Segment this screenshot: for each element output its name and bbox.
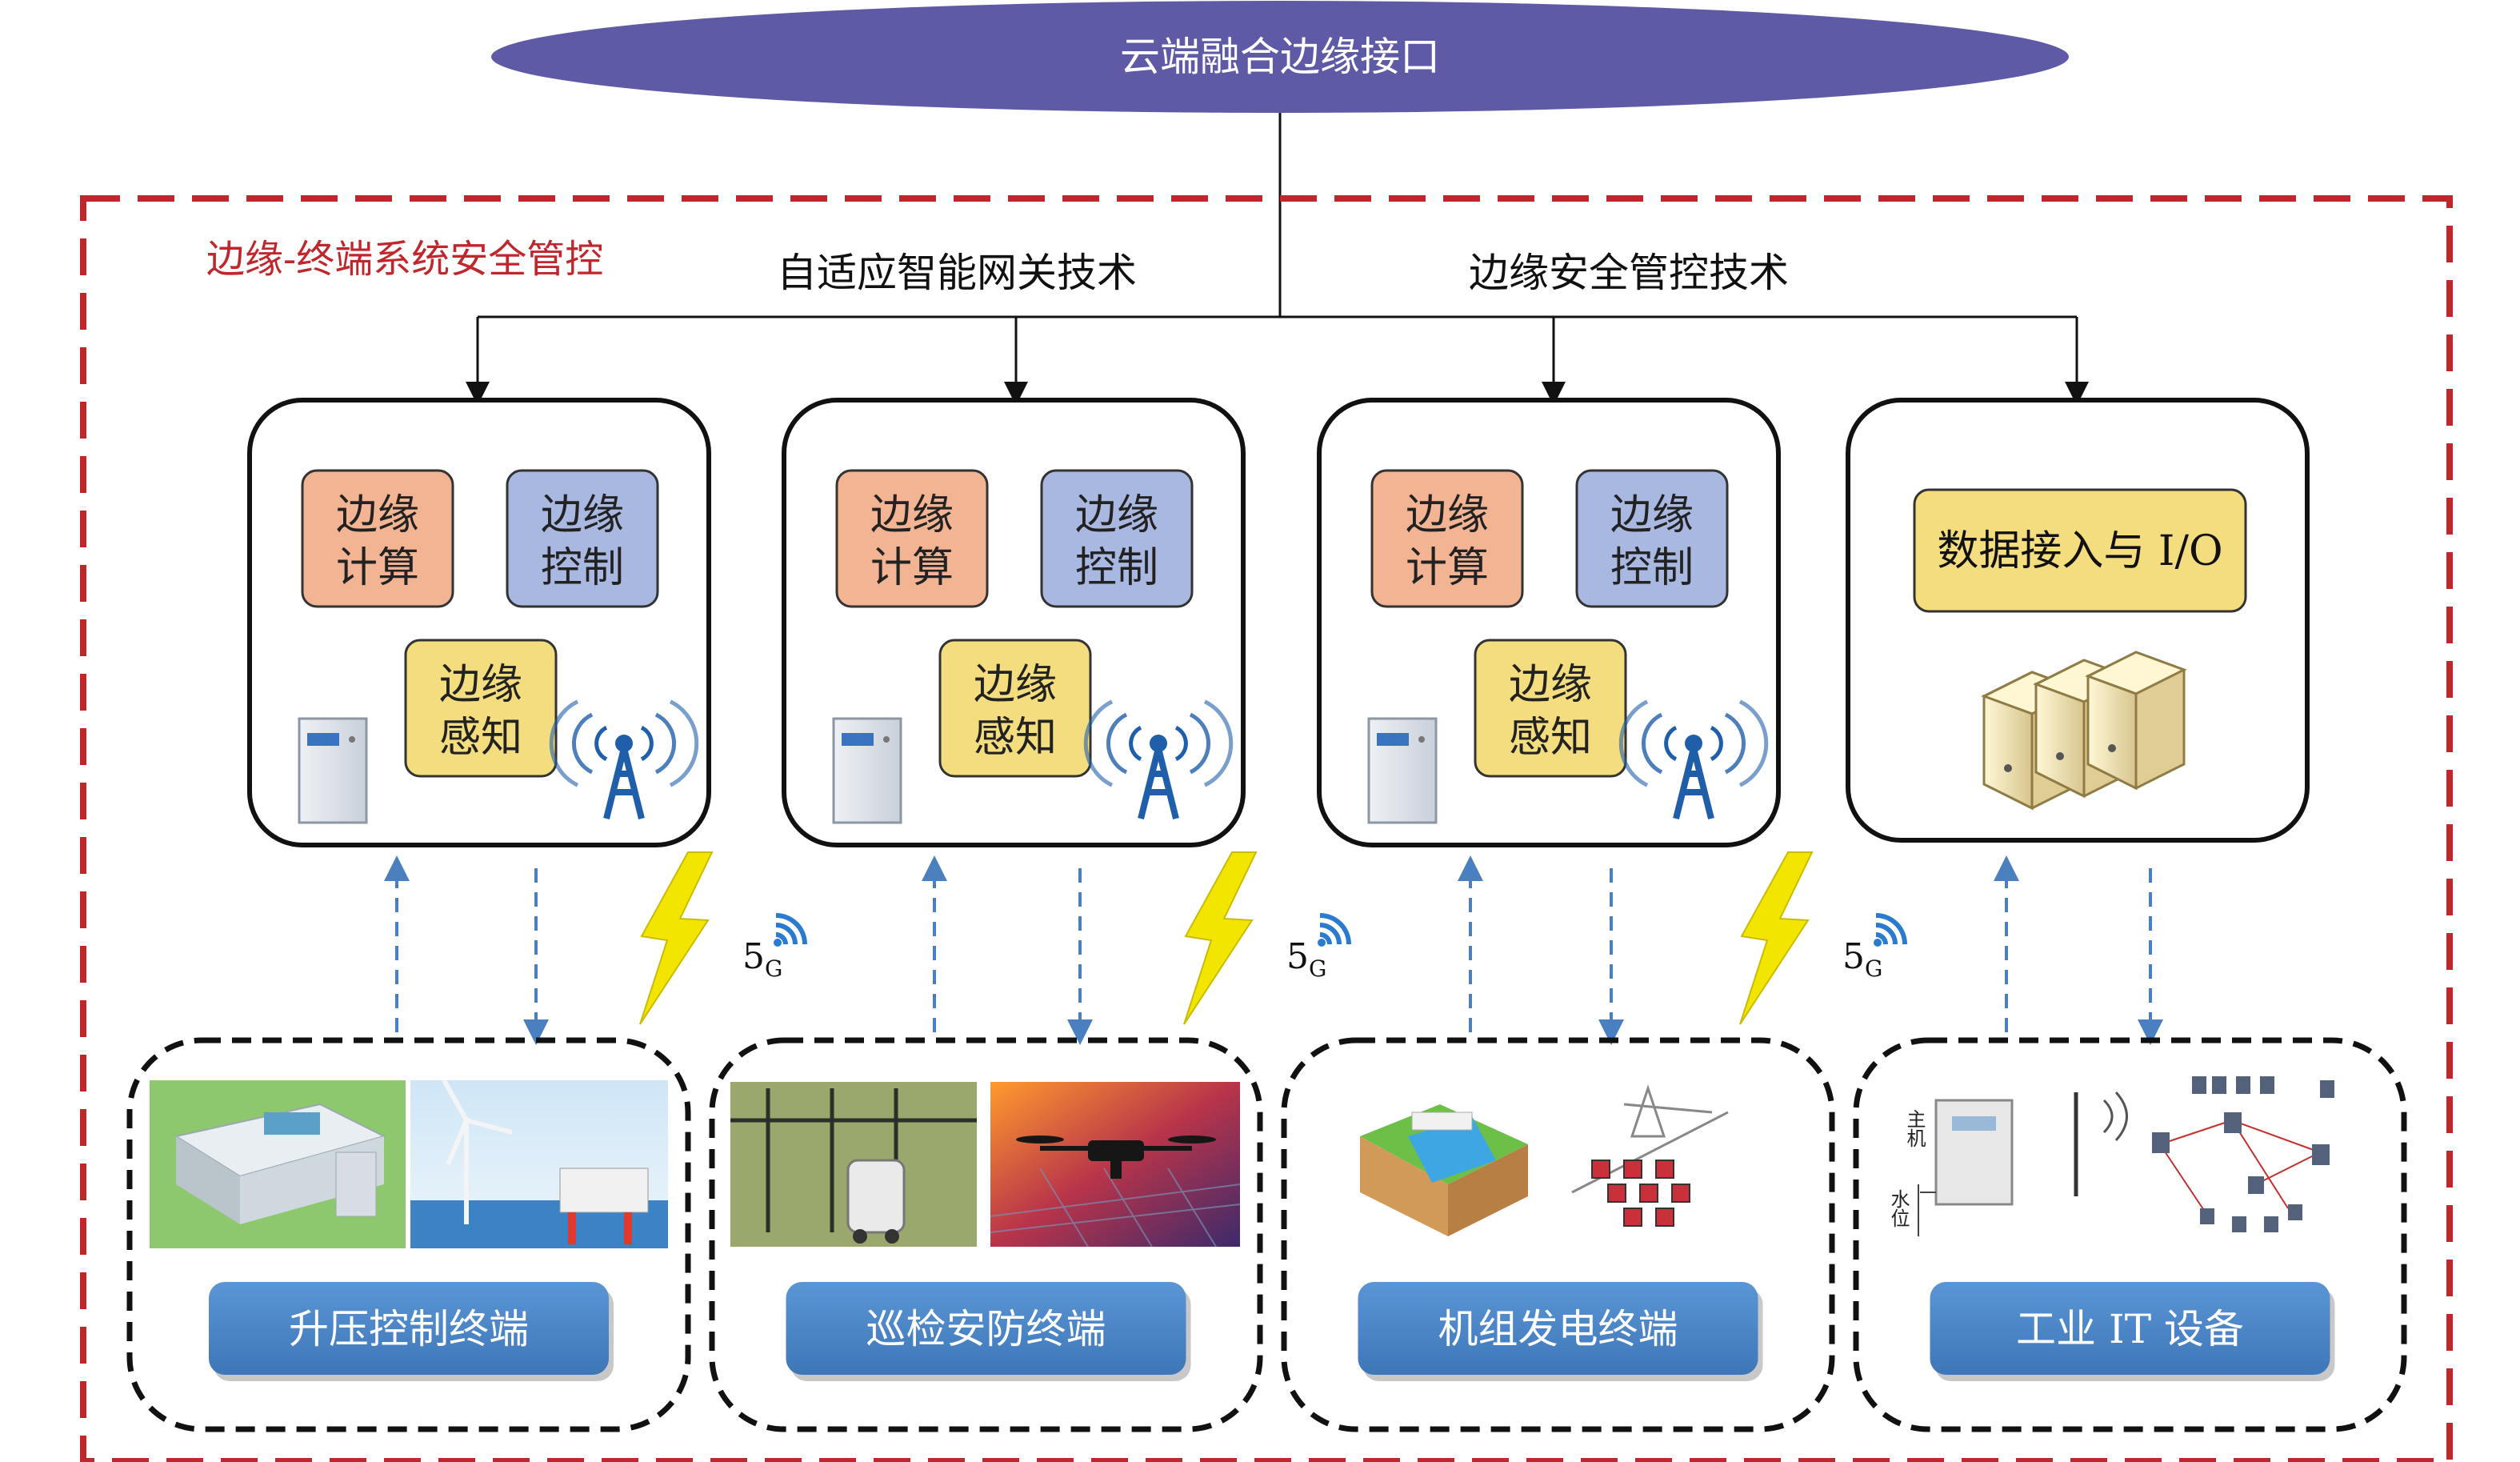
- data-access-box: [1913, 488, 2247, 613]
- edge-compute-label: 计算: [336, 544, 419, 592]
- edge-compute-box: [1370, 469, 1524, 608]
- edge-perception-label: 边缘: [1509, 661, 1592, 709]
- edge-control-label: 边缘: [1610, 491, 1694, 539]
- edge-compute-label: 边缘: [336, 491, 419, 539]
- tech-label-gateway: 自适应智能网关技术: [777, 250, 1137, 296]
- security-region-title: 边缘-终端系统安全管控: [206, 237, 603, 282]
- lightning-icon: [1183, 851, 1258, 1025]
- edge-compute-label: 计算: [870, 544, 954, 592]
- cabinet-icon: [1367, 717, 1438, 824]
- edge-control-box: [506, 469, 659, 608]
- edge-control-label: 边缘: [1075, 491, 1158, 539]
- blue-arrows: [384, 855, 2163, 1045]
- terminal-label: 工业 IT 设备: [2016, 1306, 2244, 1352]
- terminal-group: 巡检安防终端: [709, 1037, 1263, 1432]
- edge-perception-label: 感知: [974, 714, 1057, 762]
- antenna-tower-icon: [549, 699, 699, 819]
- antenna-tower-icon: [1618, 699, 1769, 819]
- five-g-label: 5G: [742, 936, 782, 982]
- tech-label-security: 边缘安全管控技术: [1469, 250, 1789, 296]
- edge-compute-box: [835, 469, 989, 608]
- wifi-signal-icon: [1318, 913, 1351, 947]
- security-region: 边缘-终端系统安全管控: [80, 195, 2453, 1462]
- edge-control-box: [1575, 469, 1729, 608]
- terminal-label-button[interactable]: [786, 1282, 1186, 1375]
- lightning-5g: 5G: [1739, 851, 1907, 1025]
- edge-perception-label: 边缘: [974, 661, 1057, 709]
- terminal-label-button[interactable]: [1930, 1282, 2330, 1375]
- server-icon: [1981, 651, 2187, 811]
- distribution-lines: [466, 113, 2089, 406]
- terminal-group: 机组发电终端: [1281, 1037, 1835, 1432]
- lightning-5g: 5G: [639, 851, 807, 1025]
- edge-control-box: [1040, 469, 1194, 608]
- edge-compute-label: 边缘: [1406, 491, 1489, 539]
- edge-control-label: 控制: [1075, 544, 1158, 592]
- terminal-group: 工业 IT 设备: [1853, 1037, 2407, 1432]
- terminal-label: 巡检安防终端: [866, 1306, 1106, 1352]
- edge-compute-label: 计算: [1406, 544, 1489, 592]
- terminal-label-button[interactable]: [209, 1282, 609, 1375]
- terminal-label: 机组发电终端: [1438, 1306, 1678, 1352]
- lightning-icon: [1739, 851, 1814, 1025]
- scene-wind-offshore: [410, 1079, 668, 1248]
- data-access-label: 数据接入与 I/O: [1937, 527, 2222, 575]
- edge-control-label: 控制: [541, 544, 624, 592]
- terminal-label-button[interactable]: [1358, 1282, 1758, 1375]
- scene-industrial-it: 主机 水位: [1887, 1076, 2334, 1236]
- terminal-label: 升压控制终端: [289, 1306, 529, 1352]
- edge-perception-box: [1474, 639, 1627, 778]
- cloud-interface: 云端融合边缘接口: [491, 1, 2069, 113]
- wifi-signal-icon: [1874, 913, 1907, 947]
- cabinet-icon: [832, 717, 902, 824]
- cabinet-icon: [298, 717, 368, 824]
- edge-compute-box: [301, 469, 454, 608]
- edge-perception-box: [404, 639, 558, 778]
- scene-substation: [150, 1080, 406, 1248]
- edge-control-label: 边缘: [541, 491, 624, 539]
- antenna-tower-icon: [1083, 699, 1234, 819]
- data-node: 数据接入与 I/O: [1846, 398, 2310, 843]
- edge-perception-label: 边缘: [439, 661, 522, 709]
- scene-patrol-robot: [730, 1082, 977, 1247]
- device-host-label: 主机: [1903, 1109, 1926, 1148]
- five-g-label: 5G: [1286, 936, 1326, 982]
- wifi-signal-icon: [774, 913, 807, 947]
- edge-perception-box: [938, 639, 1092, 778]
- device-water-label: 水位: [1887, 1189, 1910, 1228]
- edge-perception-label: 感知: [1509, 714, 1592, 762]
- lightning-icon: [639, 851, 714, 1025]
- scene-hydro: [1360, 1104, 1528, 1236]
- scene-drone: [990, 1082, 1241, 1248]
- five-g-label: 5G: [1842, 936, 1882, 982]
- cloud-interface-label: 云端融合边缘接口: [1120, 34, 1440, 80]
- lightning-5g: 5G: [1183, 851, 1351, 1025]
- edge-control-label: 控制: [1610, 544, 1694, 592]
- terminal-group: 升压控制终端: [126, 1037, 691, 1432]
- edge-perception-label: 感知: [439, 714, 522, 762]
- scene-power-grid: [1571, 1084, 1729, 1227]
- edge-compute-label: 边缘: [870, 491, 954, 539]
